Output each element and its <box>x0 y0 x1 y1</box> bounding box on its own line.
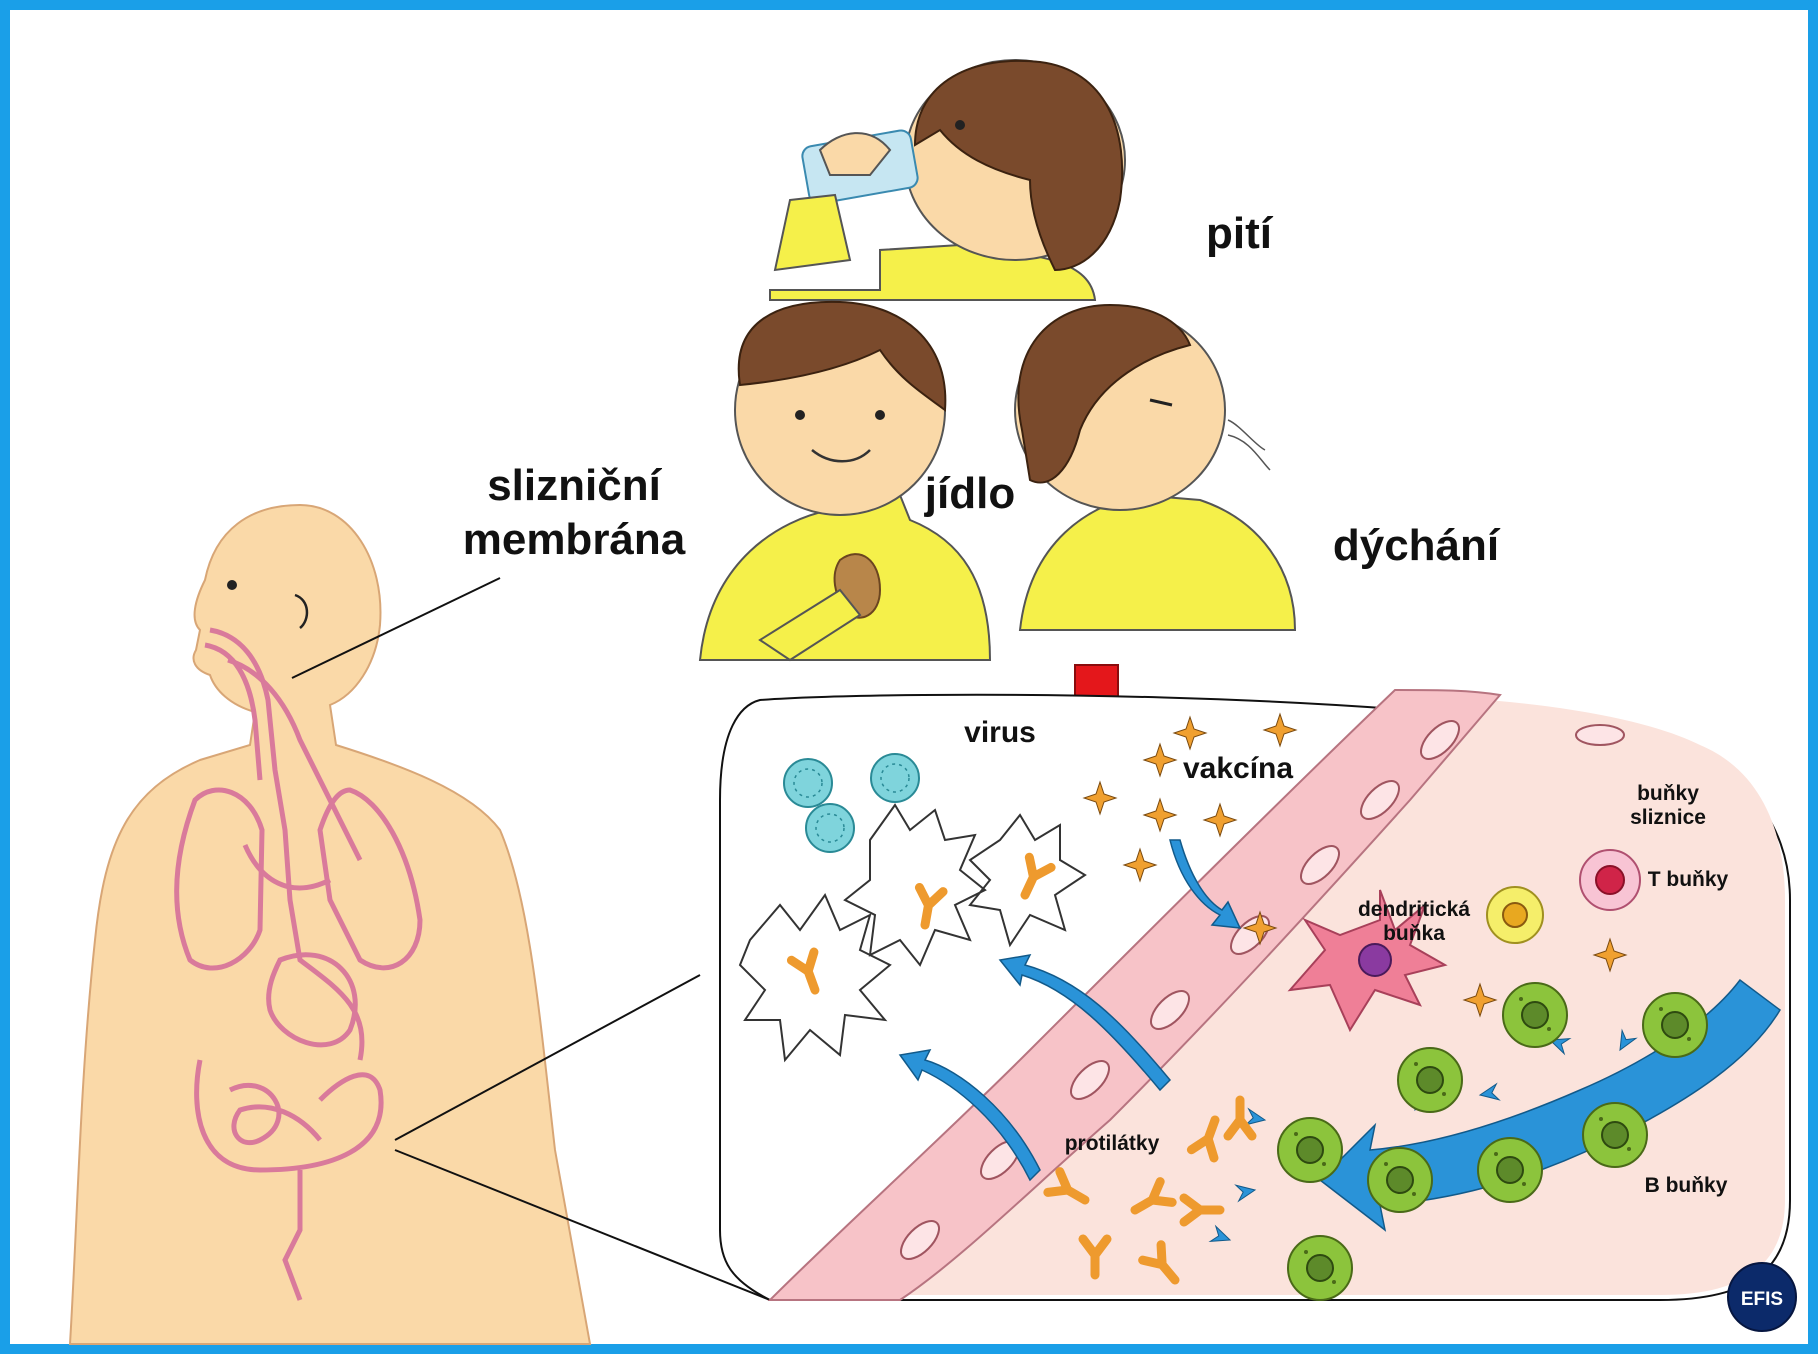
efis-logo: EFIS <box>1728 1263 1796 1331</box>
label-mucosa-line1: slizniční <box>487 461 662 510</box>
label-dendritic-line2: buňka <box>1383 922 1445 945</box>
eye <box>227 580 237 590</box>
label-dendritic-line1: dendritická <box>1358 898 1470 921</box>
person-breathing <box>1015 305 1295 630</box>
label-mucosa-line2: membrána <box>463 515 686 564</box>
label-b-cells: B buňky <box>1645 1174 1728 1197</box>
person-drinking <box>770 60 1125 300</box>
efis-logo-text: EFIS <box>1741 1289 1783 1310</box>
label-antibodies: protilátky <box>1065 1132 1160 1155</box>
label-breathing: dýchání <box>1333 521 1501 570</box>
label-drinking: pití <box>1206 209 1274 258</box>
label-mucosal-cells-line1: buňky <box>1637 782 1699 805</box>
label-mucosal-cells-line2: sliznice <box>1630 806 1706 829</box>
label-virus: virus <box>964 716 1036 749</box>
human-body-figure <box>70 505 770 1344</box>
label-vaccine: vakcína <box>1183 752 1293 785</box>
label-t-cells: T buňky <box>1648 868 1729 891</box>
label-eating: jídlo <box>924 469 1015 518</box>
body-silhouette <box>70 505 590 1344</box>
